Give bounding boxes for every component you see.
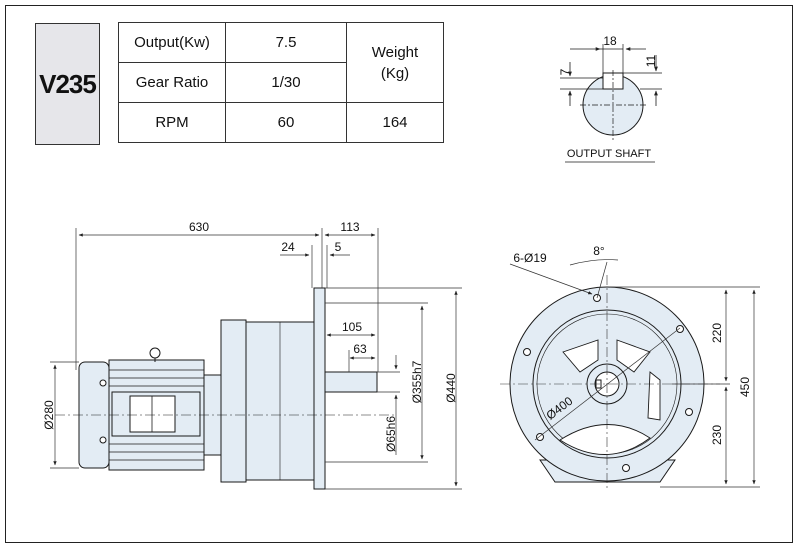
dim-24: 24 xyxy=(281,240,295,254)
output-value: 7.5 xyxy=(225,22,347,63)
side-view xyxy=(78,287,378,490)
shaft-dim-right: 11 xyxy=(644,54,658,67)
shaft-dim-width: 18 xyxy=(603,34,617,48)
output-shaft-title: OUTPUT SHAFT xyxy=(567,148,651,160)
output-label: Output(Kw) xyxy=(118,22,226,63)
spec-row-output: Output(Kw) 7.5 Weight (Kg) xyxy=(118,22,444,103)
eye-bolt xyxy=(149,347,161,359)
spec-row-rpm: RPM 60 164 xyxy=(118,102,444,143)
front-dimensions xyxy=(500,259,760,490)
rib-bottom xyxy=(559,424,651,455)
dim-220: 220 xyxy=(710,323,724,343)
dim-5: 5 xyxy=(335,240,342,254)
side-dimensions xyxy=(50,228,462,490)
dim-dia-355h7: Ø355h7 xyxy=(410,360,424,403)
shaft-dim-left: 7 xyxy=(558,68,572,75)
dim-dia-280: Ø280 xyxy=(42,400,56,430)
spec-table: Output(Kw) 7.5 Weight (Kg) Gear Ratio 1/… xyxy=(118,22,444,143)
weight-label-line2: (Kg) xyxy=(380,64,410,82)
dim-630: 630 xyxy=(189,220,209,234)
front-holes-label: 6-Ø19 xyxy=(513,251,547,265)
dim-dia-65h6: Ø65h6 xyxy=(384,416,398,452)
weight-label-line1: Weight xyxy=(371,43,419,61)
drawing-frame xyxy=(5,5,793,543)
output-flange xyxy=(313,287,326,490)
dim-113: 113 xyxy=(340,220,359,234)
terminal-cover xyxy=(129,395,176,433)
dim-63: 63 xyxy=(353,342,367,356)
rib-right xyxy=(647,371,661,421)
dim-105: 105 xyxy=(342,320,362,334)
gear-ratio-value: 1/30 xyxy=(225,62,347,103)
dim-dia-440: Ø440 xyxy=(444,373,458,403)
weight-label: Weight (Kg) xyxy=(346,22,444,103)
model-label: V235 xyxy=(35,23,100,145)
spec-row-gear: Gear Ratio 1/30 xyxy=(118,62,444,103)
output-shaft-view xyxy=(560,44,662,140)
weight-value: 164 xyxy=(346,102,444,143)
front-angle-label: 8° xyxy=(593,244,605,258)
dim-450: 450 xyxy=(738,377,752,397)
rib-upper-left xyxy=(562,339,599,373)
output-shaft xyxy=(324,371,378,393)
rib-upper-right xyxy=(616,339,651,373)
dim-230: 230 xyxy=(710,425,724,445)
gear-housing-flange xyxy=(220,319,247,483)
